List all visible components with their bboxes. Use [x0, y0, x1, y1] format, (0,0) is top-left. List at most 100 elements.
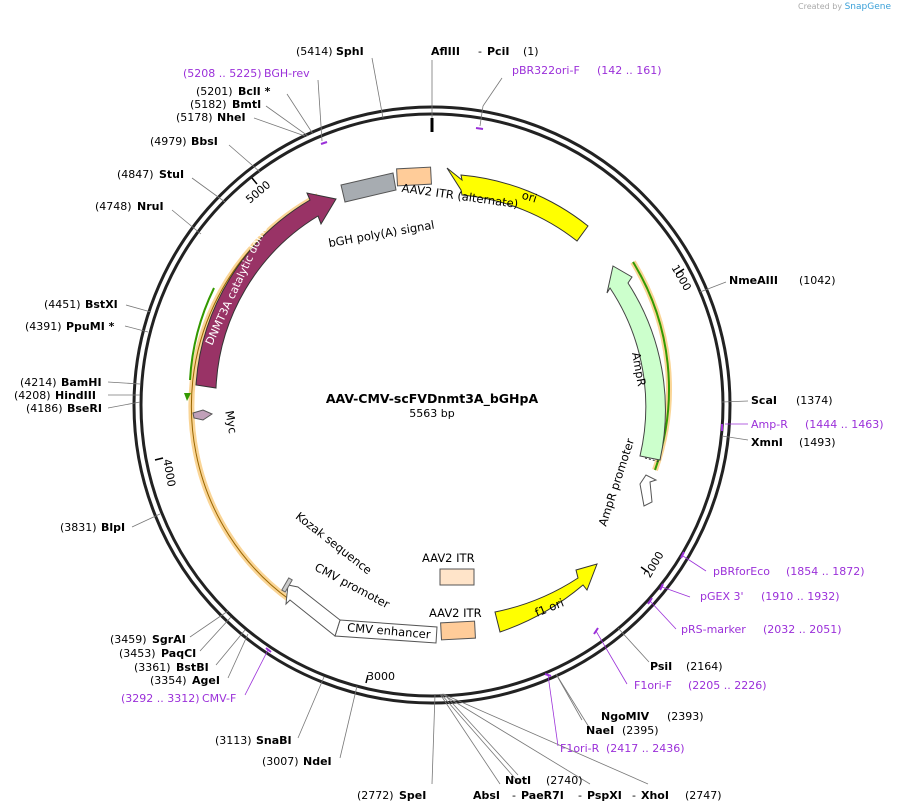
primer-pbrforeco-name[interactable]: pBRforEco — [713, 565, 770, 578]
aav2-itr-alternate-feature[interactable] — [396, 166, 432, 187]
enzyme-pcii-name[interactable]: PciI — [487, 45, 509, 58]
enzyme-sgrai-name[interactable]: SgrAI — [152, 633, 186, 646]
enzyme-ndei-name[interactable]: NdeI — [303, 755, 332, 768]
primer-f1ori-f-range: (2205 .. 2226) — [688, 679, 767, 692]
leader-lines — [107, 57, 749, 785]
f1-ori-feature[interactable] — [494, 563, 598, 633]
enzyme-separator-4: - — [632, 789, 636, 802]
primer-f1ori-r-name[interactable]: F1ori-R — [560, 742, 600, 755]
ori-feature[interactable] — [446, 167, 589, 242]
cmv-promoter-label: CMV promoter — [312, 560, 392, 611]
enzyme-agei-name[interactable]: AgeI — [192, 674, 220, 687]
enzyme-naei-pos: (2395) — [622, 724, 659, 737]
ori-label: ori — [520, 188, 538, 206]
enzyme-xmni-pos: (1493) — [799, 436, 836, 449]
tick-label-1000: 1000 — [669, 262, 694, 293]
myc-label: Myc — [222, 409, 240, 434]
enzyme-bcli-pos: (5201) — [196, 85, 233, 98]
enzyme-paer7i-name[interactable]: PaeR7I — [521, 789, 564, 802]
primer-amp-r-range: (1444 .. 1463) — [805, 418, 884, 431]
enzyme-spei-name[interactable]: SpeI — [399, 789, 426, 802]
enzyme-blpi-name[interactable]: BlpI — [101, 521, 125, 534]
orf-line-left-bottom — [195, 452, 291, 601]
enzyme-ppumi-pos: (4391) — [25, 320, 62, 333]
plasmid-size: 5563 bp — [409, 407, 454, 420]
enzyme-noti-name[interactable]: NotI — [505, 774, 531, 787]
enzyme-separator: - — [478, 45, 482, 58]
enzyme-snabi-pos: (3113) — [215, 734, 252, 747]
enzyme-scai-name[interactable]: ScaI — [751, 394, 777, 407]
enzyme-nrui-pos: (4748) — [95, 200, 132, 213]
enzyme-noti-pos: (2740) — [546, 774, 583, 787]
enzyme-paqci-pos: (3453) — [119, 647, 156, 660]
primer-pgex3-range: (1910 .. 1932) — [761, 590, 840, 603]
ampr-feature[interactable] — [606, 265, 666, 461]
enzyme-sgrai-pos: (3459) — [110, 633, 147, 646]
myc-feature[interactable] — [192, 409, 214, 421]
enzyme-bbsi-name[interactable]: BbsI — [191, 135, 218, 148]
dnmt3a-label: DNMT3A catalytic domain — [203, 213, 275, 348]
primer-f1ori-f-name[interactable]: F1ori-F — [634, 679, 672, 692]
enzyme-ppumi-name[interactable]: PpuMI * — [66, 320, 115, 333]
enzyme-nmeaiii-pos: (1042) — [799, 274, 836, 287]
enzyme-stui-name[interactable]: StuI — [159, 168, 184, 181]
enzyme-agei-pos: (3354) — [150, 674, 187, 687]
ampr-promoter-label: AmpR promoter — [596, 436, 638, 527]
ampr-divider — [644, 457, 661, 463]
enzyme-nhei-pos: (5178) — [176, 111, 213, 124]
tick-label-2000: 2000 — [641, 549, 666, 580]
enzyme-bstxi-pos: (4451) — [44, 298, 81, 311]
snapgene-credit: Created by SnapGene — [798, 2, 891, 12]
ampr-promoter-feature[interactable] — [639, 474, 658, 507]
orf-green-left — [189, 287, 215, 381]
primer-pgex3-name[interactable]: pGEX 3' — [700, 590, 744, 603]
primer-pbrforeco-range: (1854 .. 1872) — [786, 565, 865, 578]
enzyme-nrui-name[interactable]: NruI — [137, 200, 164, 213]
enzyme-bmti-pos: (5182) — [190, 98, 227, 111]
tick-label-4000: 4000 — [160, 458, 178, 488]
enzyme-bamhi-name[interactable]: BamHI — [61, 376, 102, 389]
enzyme-sphi-name[interactable]: SphI — [336, 45, 364, 58]
enzyme-bseri-pos: (4186) — [26, 402, 63, 415]
orf-outline-left-bottom — [193, 452, 292, 603]
primer-bgh-rev-range: (5208 .. 5225) — [183, 67, 262, 80]
primer-bgh-rev-name[interactable]: BGH-rev — [264, 67, 310, 80]
enzyme-bmti-name[interactable]: BmtI — [232, 98, 261, 111]
primer-prs-marker-name[interactable]: pRS-marker — [681, 623, 746, 636]
aav2-itr-bottom-feature[interactable] — [440, 620, 476, 641]
enzyme-separator-2: - — [512, 789, 516, 802]
enzyme-sphi-pos: (5414) — [296, 45, 333, 58]
aav2-itr-center-label: AAV2 ITR — [422, 551, 475, 565]
enzyme-absi-name[interactable]: AbsI — [473, 789, 500, 802]
enzyme-nhei-name[interactable]: NheI — [217, 111, 246, 124]
enzyme-hindiii-pos: (4208) — [14, 389, 51, 402]
enzyme-bstxi-name[interactable]: BstXI — [85, 298, 118, 311]
primer-pbr322ori-f-name[interactable]: pBR322ori-F — [512, 64, 580, 77]
enzyme-afliii-name[interactable]: AflIII — [431, 45, 460, 58]
enzyme-bstbi-name[interactable]: BstBI — [176, 661, 209, 674]
enzyme-blpi-pos: (3831) — [60, 521, 97, 534]
primer-cmv-f-name[interactable]: CMV-F — [202, 692, 236, 705]
enzyme-bbsi-pos: (4979) — [150, 135, 187, 148]
enzyme-pspxi-name[interactable]: PspXI — [587, 789, 622, 802]
kozak-feature — [281, 577, 293, 593]
enzyme-paqci-name[interactable]: PaqCI — [161, 647, 196, 660]
cmv-promoter-feature[interactable] — [285, 584, 341, 637]
enzyme-naei-name[interactable]: NaeI — [586, 724, 614, 737]
enzyme-ngomiv-name[interactable]: NgoMIV — [601, 710, 650, 723]
enzyme-xmni-name[interactable]: XmnI — [751, 436, 783, 449]
aav2-itr-center-feature[interactable] — [439, 568, 475, 586]
enzyme-bcli-name[interactable]: BclI * — [238, 85, 271, 98]
bgh-polya-feature[interactable] — [340, 172, 397, 203]
primer-amp-r-name[interactable]: Amp-R — [751, 418, 788, 431]
enzyme-snabi-name[interactable]: SnaBI — [256, 734, 292, 747]
enzyme-bseri-name[interactable]: BseRI — [67, 402, 102, 415]
enzyme-bstbi-pos: (3361) — [134, 661, 171, 674]
enzyme-pcii-pos: (1) — [523, 45, 539, 58]
enzyme-hindiii-name[interactable]: HindIII — [55, 389, 96, 402]
enzyme-xhoi-name[interactable]: XhoI — [641, 789, 669, 802]
enzyme-nmeaiii-name[interactable]: NmeAIII — [729, 274, 778, 287]
dnmt3a-catalytic-domain-feature[interactable] — [195, 192, 337, 389]
enzyme-psii-name[interactable]: PsiI — [650, 660, 672, 673]
